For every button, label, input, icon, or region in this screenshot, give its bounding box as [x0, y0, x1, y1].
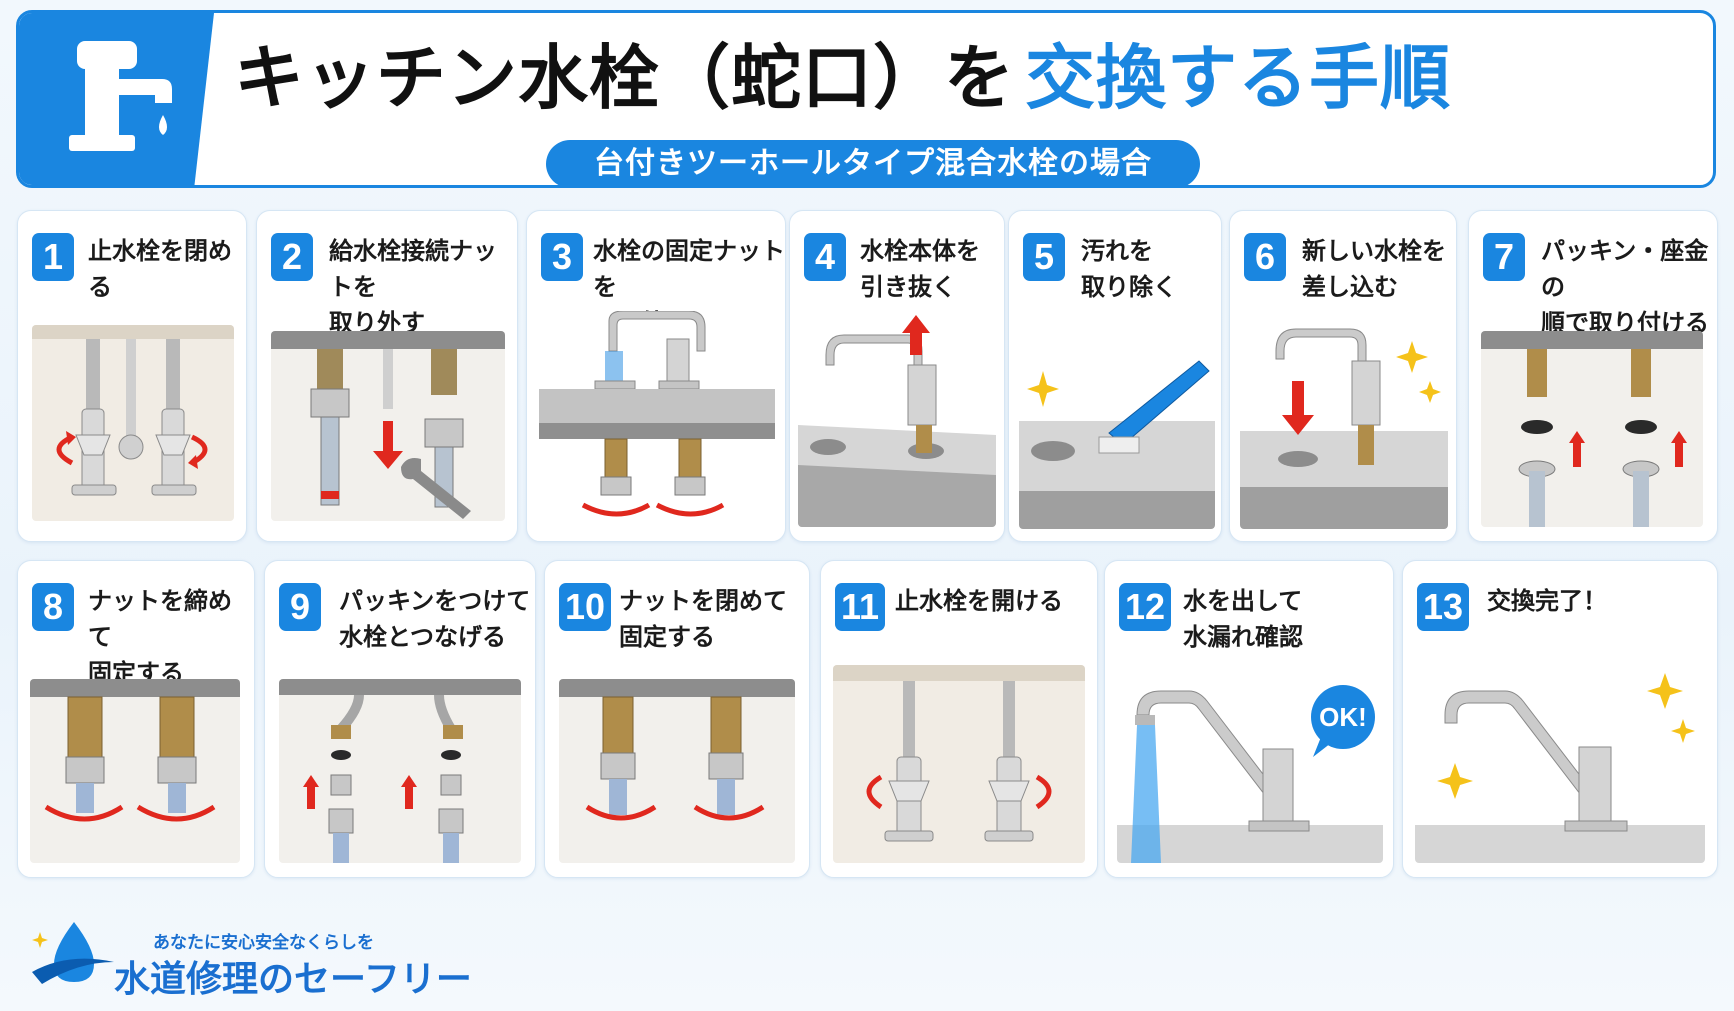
- step-card-13: 13 交換完了！: [1402, 560, 1718, 878]
- step-card-8: 8 ナットを締めて 固定する: [17, 560, 255, 878]
- step-number: 3: [541, 233, 583, 281]
- step-number: 4: [804, 233, 846, 281]
- step-title: 水栓本体を 引き抜く: [860, 237, 980, 301]
- step-number: 12: [1119, 583, 1172, 631]
- water-drop-logo-icon: [32, 922, 114, 984]
- step-title: ナットを締めて 固定する: [88, 587, 232, 687]
- pull-out-faucet-illustration: [798, 315, 996, 527]
- step-title: 止水栓を閉める: [88, 237, 232, 301]
- faucet-icon: [19, 13, 214, 185]
- ok-bubble-text: OK!: [1319, 702, 1367, 732]
- valve-icon: [71, 408, 197, 496]
- step-title: 交換完了！: [1487, 587, 1607, 615]
- step-title: パッキン・座金の 順で取り付ける: [1541, 237, 1709, 337]
- logo-tagline: あなたに安心安全なくらしを: [153, 933, 374, 953]
- valve-opening-illustration: [833, 665, 1085, 863]
- step-card-9: 9 パッキンをつけて 水栓とつなげる: [264, 560, 536, 878]
- step-card-7: 7 パッキン・座金の 順で取り付ける: [1468, 210, 1718, 542]
- insert-faucet-illustration: [1240, 311, 1448, 529]
- connect-hose-illustration: [279, 679, 521, 863]
- arrow-up-icon: [1569, 431, 1585, 467]
- step-number: 11: [835, 583, 886, 631]
- company-logo: あなたに安心安全なくらしを 水道修理のセーフリー: [28, 918, 472, 1000]
- step-card-5: 5 汚れを 取り除く: [1008, 210, 1222, 542]
- step-number: 13: [1417, 583, 1470, 631]
- arrow-up-icon: [902, 315, 930, 355]
- fixing-nut-illustration: [539, 311, 775, 525]
- close-nut-illustration: [559, 679, 795, 863]
- sparkle-icon: [1396, 341, 1428, 373]
- logo-name: 水道修理のセーフリー: [114, 959, 472, 1000]
- step-card-10: 10 ナットを閉めて 固定する: [544, 560, 810, 878]
- step-number: 2: [271, 233, 313, 281]
- step-number: 8: [32, 583, 74, 631]
- nut-removal-illustration: [271, 331, 505, 521]
- step-title: 汚れを 取り除く: [1081, 237, 1177, 301]
- arrow-up-icon: [303, 775, 319, 809]
- sparkle-icon: [1027, 371, 1059, 407]
- step-number: 10: [559, 583, 612, 631]
- step-card-3: 3 水栓の固定ナットを 取り外す: [526, 210, 786, 542]
- step-card-12: 12 水を出して 水漏れ確認 OK!: [1104, 560, 1394, 878]
- brush-icon: [1098, 360, 1210, 454]
- packing-washer-illustration: [1481, 331, 1703, 527]
- tighten-nut-illustration: [30, 679, 240, 863]
- step-title: 止水栓を開ける: [895, 587, 1063, 615]
- page-title: キッチン水栓（蛇口）を交換する手順: [234, 33, 1451, 123]
- step-title: 水を出して 水漏れ確認: [1183, 587, 1303, 651]
- wrench-icon: [401, 458, 471, 519]
- step-number: 9: [279, 583, 321, 631]
- step-title: 新しい水栓を 差し込む: [1302, 237, 1446, 301]
- step-card-11: 11 止水栓を開ける: [820, 560, 1098, 878]
- step-title: パッキンをつけて 水栓とつなげる: [339, 587, 531, 651]
- arrow-down-icon: [1282, 381, 1314, 435]
- cleaning-illustration: [1019, 341, 1215, 529]
- step-card-2: 2 給水栓接続ナットを 取り外す: [256, 210, 518, 542]
- step-number: 1: [32, 233, 74, 281]
- step-card-4: 4 水栓本体を 引き抜く: [789, 210, 1005, 542]
- header-banner: キッチン水栓（蛇口）を交換する手順 台付きツーホールタイプ混合水栓の場合: [16, 10, 1716, 188]
- arrow-down-icon: [373, 421, 403, 469]
- step-number: 7: [1483, 233, 1525, 281]
- step-number: 5: [1023, 233, 1065, 281]
- subtitle-pill: 台付きツーホールタイプ混合水栓の場合: [546, 140, 1200, 185]
- step-number: 6: [1244, 233, 1286, 281]
- step-title: ナットを閉めて 固定する: [619, 587, 787, 651]
- water-check-illustration: OK!: [1117, 665, 1383, 863]
- title-accent: 交換する手順: [1025, 37, 1451, 119]
- title-main: キッチン水栓（蛇口）を: [234, 37, 1015, 119]
- ok-bubble: [1311, 685, 1375, 749]
- sparkle-icon: [1647, 673, 1683, 709]
- step-title: 給水栓接続ナットを 取り外す: [329, 237, 497, 337]
- step-card-1: 1 止水栓を閉める: [17, 210, 247, 542]
- complete-illustration: [1415, 651, 1705, 863]
- valve-closing-illustration: [32, 325, 234, 521]
- step-card-6: 6 新しい水栓を 差し込む: [1229, 210, 1457, 542]
